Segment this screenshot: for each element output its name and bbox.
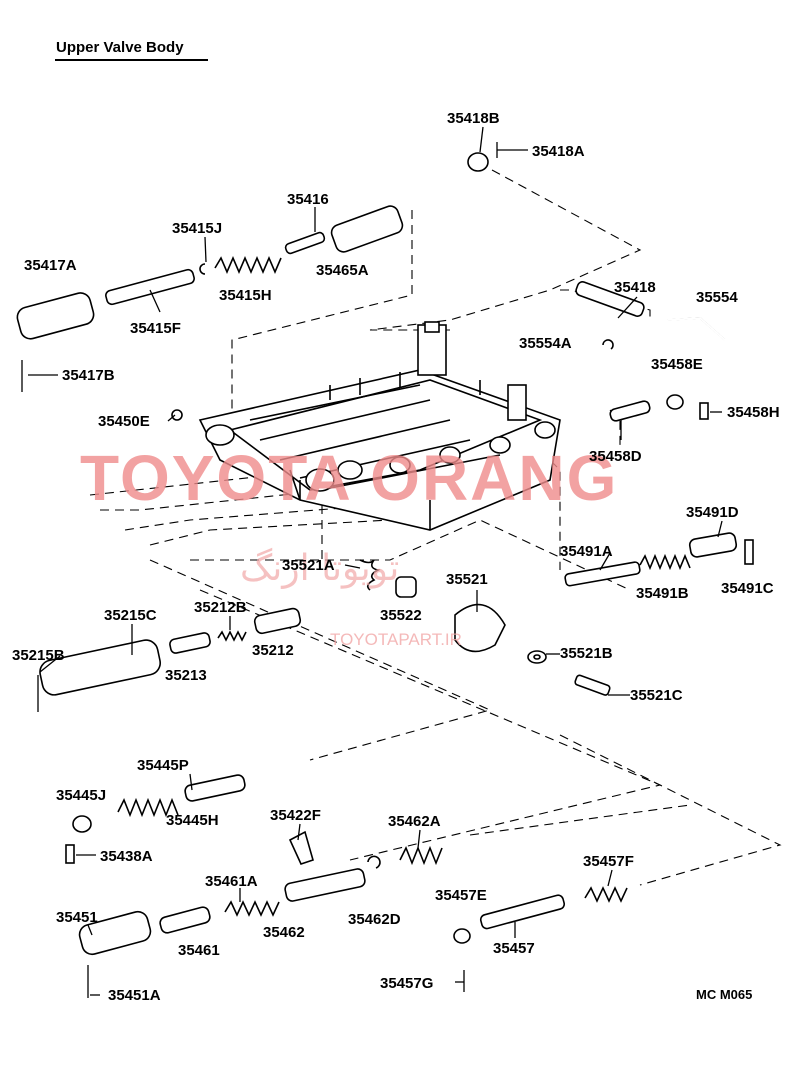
watermark-main: TOYOTA ORANG	[80, 442, 618, 514]
label-35491B: 35491B	[636, 585, 689, 602]
label-35458E: 35458E	[651, 356, 703, 373]
label-35462: 35462	[263, 924, 305, 941]
label-35451A: 35451A	[108, 987, 161, 1004]
label-35418A: 35418A	[532, 143, 585, 160]
label-35215C: 35215C	[104, 607, 157, 624]
label-35438A: 35438A	[100, 848, 153, 865]
label-35451: 35451	[56, 909, 98, 926]
watermark-arabic: تویوتا ارنگ	[240, 547, 399, 589]
part-shapes	[16, 142, 754, 998]
label-35418B: 35418B	[447, 110, 500, 127]
label-35521A: 35521A	[282, 557, 335, 574]
label-35457G: 35457G	[380, 975, 433, 992]
part-labels: 35418B 35418A 35416 35415J 35465A 35417A…	[12, 110, 780, 1004]
label-35415F: 35415F	[130, 320, 181, 337]
label-35445H: 35445H	[166, 812, 219, 829]
label-35215B: 35215B	[12, 647, 65, 664]
label-35417B: 35417B	[62, 367, 115, 384]
label-35213: 35213	[165, 667, 207, 684]
label-35445P: 35445P	[137, 757, 189, 774]
label-35491C: 35491C	[721, 580, 774, 597]
label-35450E: 35450E	[98, 413, 150, 430]
label-35457F: 35457F	[583, 853, 634, 870]
label-35415J: 35415J	[172, 220, 222, 237]
label-35491D: 35491D	[686, 504, 739, 521]
upper-valve-body	[198, 321, 561, 531]
label-35554A: 35554A	[519, 335, 572, 352]
label-35212B: 35212B	[194, 599, 247, 616]
diagram-code: MC M065	[696, 987, 752, 1002]
label-35462D: 35462D	[348, 911, 401, 928]
label-35461: 35461	[178, 942, 220, 959]
label-35522: 35522	[380, 607, 422, 624]
label-35422F: 35422F	[270, 807, 321, 824]
label-35457: 35457	[493, 940, 535, 957]
label-35491A: 35491A	[560, 543, 613, 560]
label-35457E: 35457E	[435, 887, 487, 904]
label-35458H: 35458H	[727, 404, 780, 421]
label-35521B: 35521B	[560, 645, 613, 662]
label-35521: 35521	[446, 571, 488, 588]
label-35458D: 35458D	[589, 448, 642, 465]
label-35418: 35418	[614, 279, 656, 296]
label-35521C: 35521C	[630, 687, 683, 704]
label-35462A: 35462A	[388, 813, 441, 830]
leader-lines	[39, 126, 723, 996]
label-35415H: 35415H	[219, 287, 272, 304]
label-35417A: 35417A	[24, 257, 77, 274]
label-35465A: 35465A	[316, 262, 369, 279]
label-35416: 35416	[287, 191, 329, 208]
dashed-guide-lines	[89, 169, 782, 886]
label-35554: 35554	[696, 289, 738, 306]
label-35212: 35212	[252, 642, 294, 659]
label-35461A: 35461A	[205, 873, 258, 890]
label-35445J: 35445J	[56, 787, 106, 804]
watermark-url: TOYOTAPART.IR	[330, 630, 462, 649]
diagram-title: Upper Valve Body	[56, 39, 184, 56]
